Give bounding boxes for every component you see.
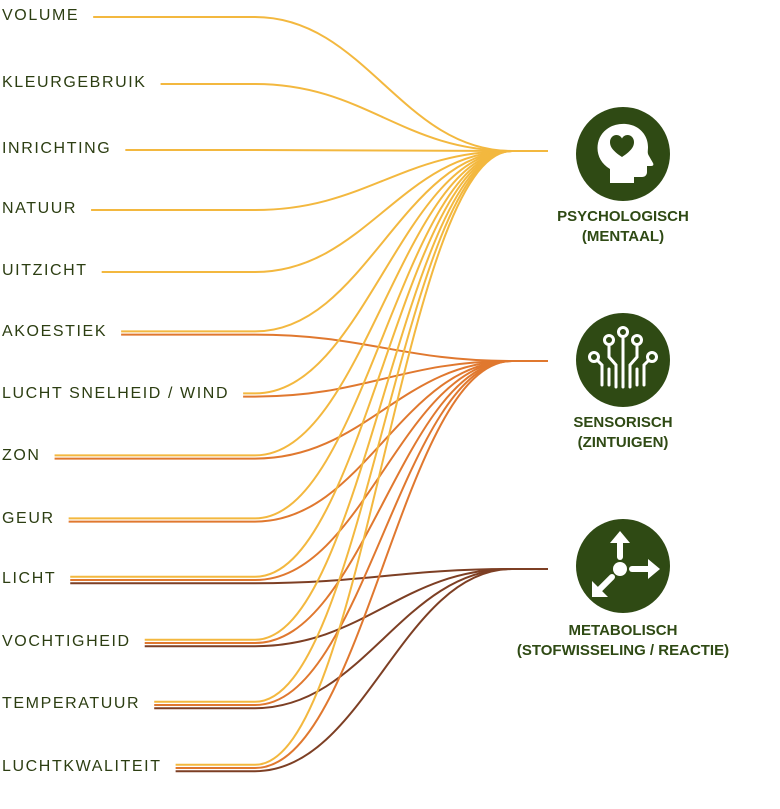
metabolisch-badge xyxy=(576,519,670,613)
link-sensorisch xyxy=(175,360,548,769)
factor-label: LICHT xyxy=(2,570,57,587)
link-sensorisch xyxy=(121,333,548,362)
factor-label: TEMPERATUUR xyxy=(2,695,141,712)
link-sensorisch xyxy=(68,360,548,523)
link-psychologisch xyxy=(70,150,548,578)
metabolisch-label: METABOLISCH (STOFWISSELING / REACTIE) xyxy=(493,621,753,661)
factor-label: AKOESTIEK xyxy=(2,323,108,340)
psychologisch-badge xyxy=(576,107,670,201)
link-psychologisch xyxy=(68,150,548,520)
link-psychologisch xyxy=(125,149,548,152)
factor-label: VOCHTIGHEID xyxy=(2,633,131,650)
factor-label: NATUUR xyxy=(2,200,78,217)
link-sensorisch xyxy=(54,360,548,460)
sensorisch-label: SENSORISCH (ZINTUIGEN) xyxy=(493,413,753,453)
link-psychologisch xyxy=(101,150,548,273)
link-psychologisch xyxy=(121,150,548,333)
link-sensorisch xyxy=(70,360,548,581)
psychologisch-label: PSYCHOLOGISCH (MENTAAL) xyxy=(493,207,753,247)
sensorisch-title: SENSORISCH xyxy=(573,414,673,431)
metabolisch-title: METABOLISCH xyxy=(568,622,678,639)
factor-label: LUCHT SNELHEID / WIND xyxy=(2,385,230,402)
link-sensorisch xyxy=(243,360,548,398)
link-psychologisch xyxy=(154,150,548,703)
link-psychologisch xyxy=(91,150,548,211)
arrows-icon xyxy=(592,531,660,597)
link-psychologisch xyxy=(54,150,548,457)
factor-label: LUCHTKWALITEIT xyxy=(2,758,162,775)
factor-label: ZON xyxy=(2,447,41,464)
connection-lines xyxy=(54,16,548,773)
link-psychologisch xyxy=(243,150,548,395)
link-psychologisch xyxy=(144,150,548,641)
link-metabolisch xyxy=(175,568,548,773)
metabolisch-subtitle: (STOFWISSELING / REACTIE) xyxy=(516,642,730,659)
head-heart-icon xyxy=(597,123,654,183)
link-sensorisch xyxy=(144,360,548,644)
factor-label: KLEURGEBRUIK xyxy=(2,74,147,91)
link-psychologisch xyxy=(175,150,548,766)
link-psychologisch xyxy=(160,83,548,152)
sensorisch-subtitle: (ZINTUIGEN) xyxy=(577,434,669,451)
factor-label: GEUR xyxy=(2,510,55,527)
sensorisch-badge xyxy=(576,313,670,407)
link-metabolisch xyxy=(154,568,548,710)
link-metabolisch xyxy=(144,568,548,648)
link-sensorisch xyxy=(154,360,548,706)
psychologisch-subtitle: (MENTAAL) xyxy=(581,228,665,245)
link-psychologisch xyxy=(93,16,548,152)
circuit-icon xyxy=(588,326,658,389)
factor-label: VOLUME xyxy=(2,7,80,24)
factor-label: INRICHTING xyxy=(2,140,112,157)
psychologisch-title: PSYCHOLOGISCH xyxy=(557,208,689,225)
link-metabolisch xyxy=(70,568,548,585)
factor-label: UITZICHT xyxy=(2,262,88,279)
